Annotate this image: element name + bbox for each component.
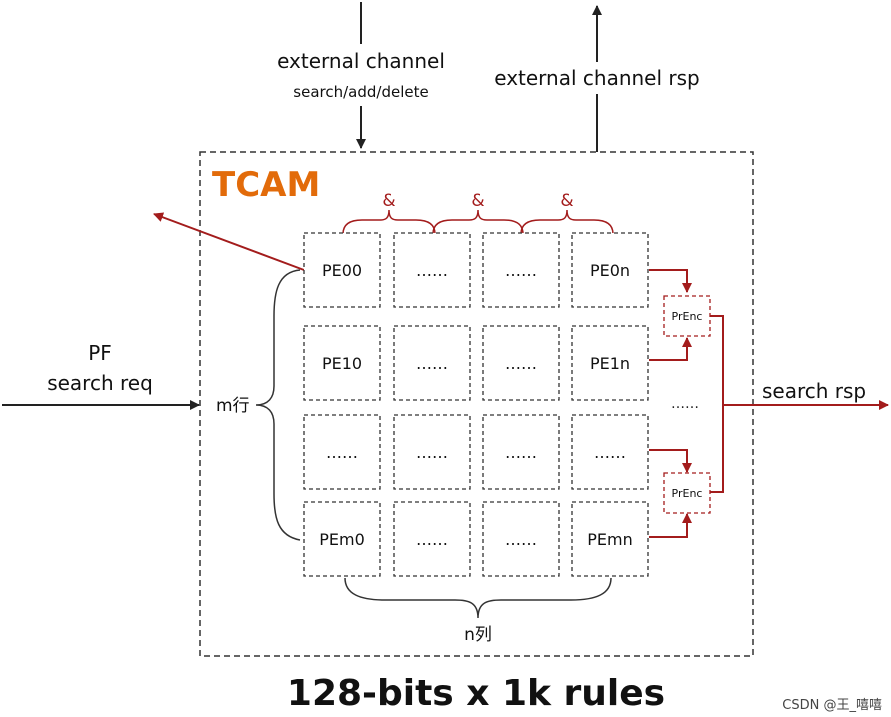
pe-cell — [393, 325, 471, 401]
pe-cell — [303, 501, 381, 577]
pe00-out-arrow — [153, 212, 305, 271]
pe-cell — [303, 232, 381, 308]
pe-cell-label: …… — [505, 354, 537, 373]
row-brace — [255, 269, 301, 541]
pe-cell — [482, 501, 560, 577]
pe-cell-label: …… — [505, 530, 537, 549]
pe-cell-label: …… — [326, 443, 358, 462]
pe-cell — [393, 414, 471, 490]
pe-cell — [303, 414, 381, 490]
prenc-bottom — [663, 472, 711, 514]
pe-cell-label: PEm0 — [319, 530, 365, 549]
prenc-top-label: PrEnc — [672, 310, 703, 323]
pe-cell — [571, 501, 649, 577]
pe-cell-label: PE0n — [590, 261, 630, 280]
pe-cell-label: …… — [594, 443, 626, 462]
pe-cell-label: …… — [505, 443, 537, 462]
pe-cell — [482, 232, 560, 308]
pe-cell-label: …… — [416, 443, 448, 462]
pe-cell — [303, 325, 381, 401]
pe-cell — [393, 501, 471, 577]
external-ops-label: search/add/delete — [293, 83, 428, 101]
col-label: n列 — [464, 625, 492, 645]
and-brace-3 — [520, 209, 614, 235]
external-channel-label-bg — [262, 44, 460, 106]
search-rsp-label: search rsp — [762, 379, 866, 403]
prenc-top — [663, 295, 711, 337]
and-symbol-3: & — [560, 191, 573, 211]
footer-title: 128-bits x 1k rules — [287, 673, 665, 714]
pe-cell-label: PE00 — [322, 261, 362, 280]
search-req-label: search req — [47, 371, 153, 395]
and-brace-1 — [342, 209, 436, 235]
tcam-title: TCAM — [212, 165, 320, 205]
external-rsp-label-bg — [486, 62, 710, 94]
pe-cell — [482, 414, 560, 490]
watermark: CSDN @王_嘻嘻 — [782, 698, 882, 713]
pe-cell — [393, 232, 471, 308]
and-symbol-1: & — [382, 191, 395, 211]
external-channel-label: external channel — [277, 49, 445, 73]
prenc-bottom-label: PrEnc — [672, 487, 703, 500]
encoder-ellipsis: …… — [671, 396, 699, 412]
pf-label: PF — [88, 341, 112, 365]
and-brace-2 — [432, 209, 524, 235]
external-rsp-label: external channel rsp — [494, 66, 700, 90]
row-label: m行 — [216, 396, 250, 416]
pe-cell — [571, 232, 649, 308]
pe-cell-label: PE1n — [590, 354, 630, 373]
pe-cell-label: …… — [416, 261, 448, 280]
and-symbol-2: & — [471, 191, 484, 211]
pe-cell — [482, 325, 560, 401]
col-brace — [344, 577, 612, 619]
pe-cell-label: …… — [416, 530, 448, 549]
pe-cell — [571, 325, 649, 401]
pe-cell-label: …… — [416, 354, 448, 373]
pe-cell — [571, 414, 649, 490]
pe-cell-label: PEmn — [587, 530, 632, 549]
pe-cell-label: …… — [505, 261, 537, 280]
pe-cell-label: PE10 — [322, 354, 362, 373]
